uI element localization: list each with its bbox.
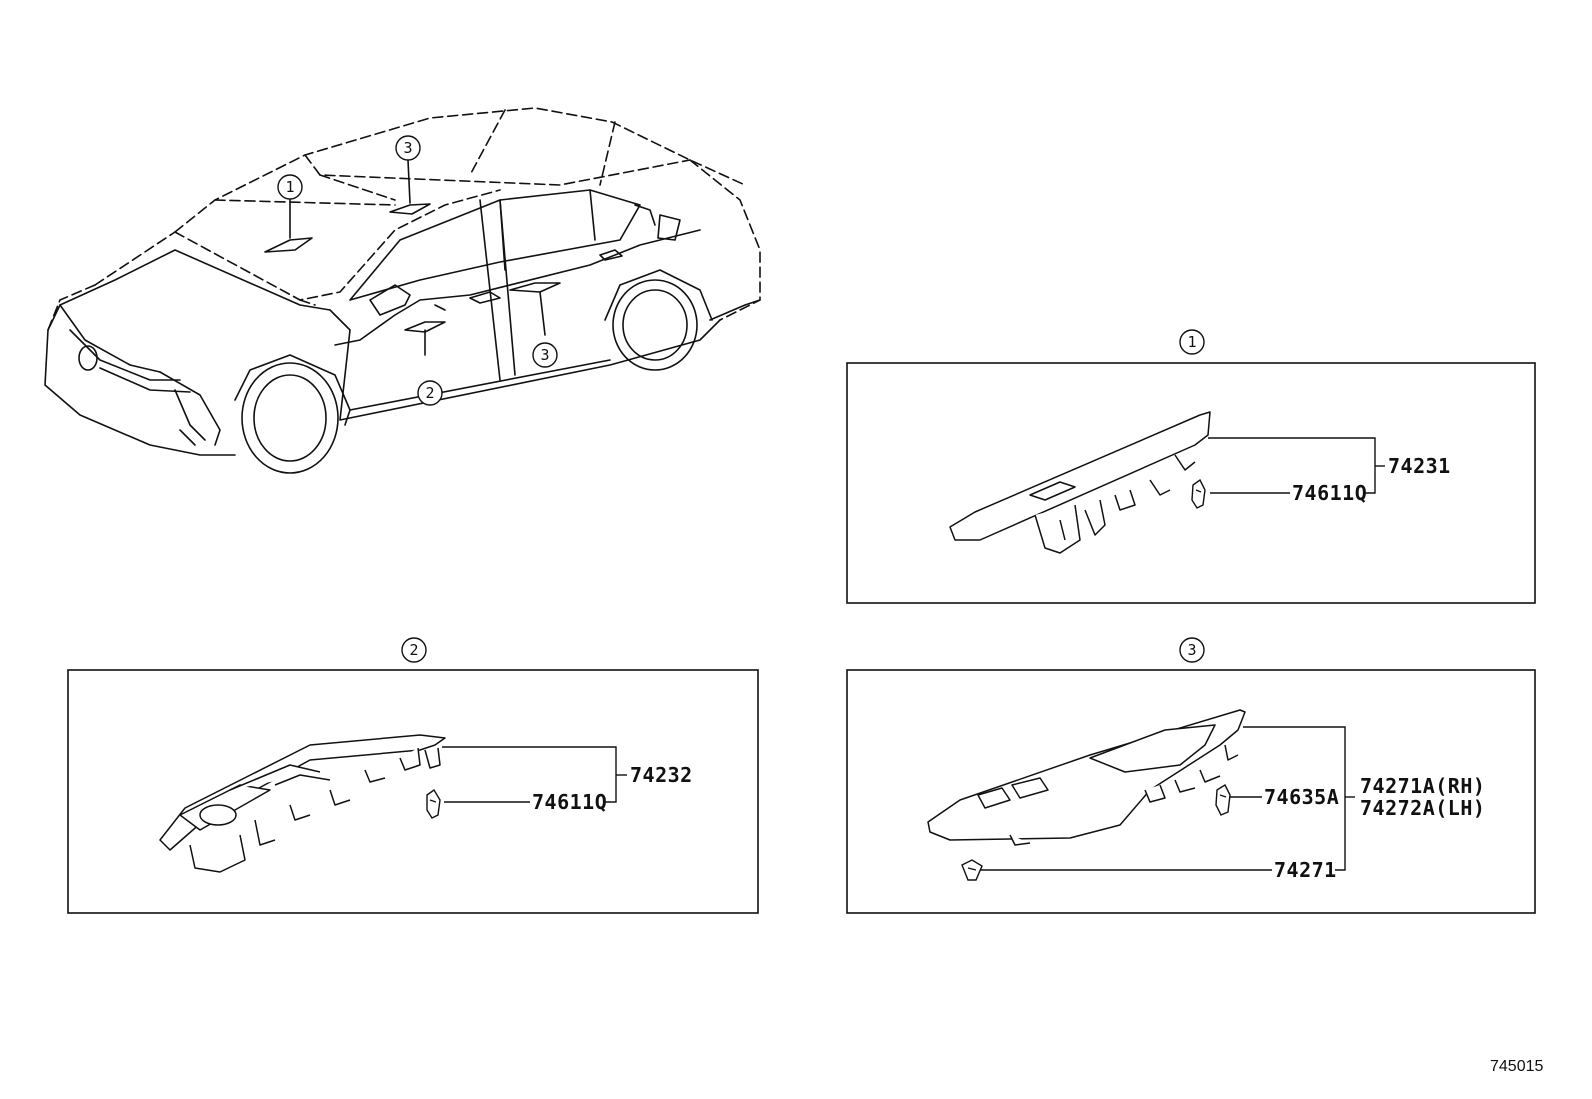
panel-3-clip-number: 74635A: [1264, 785, 1339, 809]
callout-1-text: 1: [285, 178, 294, 196]
clip-74271[interactable]: [961, 859, 983, 881]
clip-74611Q-panel2[interactable]: [426, 788, 441, 819]
panel-3-assembly-rh-number: 74271A(RH): [1360, 774, 1485, 798]
switch-base-74271A[interactable]: [927, 709, 1246, 846]
switch-base-74232[interactable]: [159, 734, 446, 873]
panel-2-clip-number: 74611Q: [532, 790, 607, 814]
clip-74635A[interactable]: [1215, 783, 1231, 816]
panel-2-label-circle: [401, 637, 427, 663]
callout-3-top-text: 3: [403, 139, 412, 157]
panel-1-label-circle: [1179, 329, 1205, 355]
callout-2-text: 2: [425, 384, 434, 402]
car-illustration: [44, 107, 761, 474]
callout-2-circle: [417, 380, 443, 406]
panel-1-clip-number: 74611Q: [1292, 481, 1367, 505]
panel-2-assembly-number: 74232: [630, 763, 693, 787]
panel-1-frame: [846, 362, 1536, 604]
car-callouts: [277, 135, 558, 406]
panel-1: 1 74231 74611Q: [846, 329, 1536, 604]
panel-2: 2 74232 74611Q: [67, 637, 759, 914]
panel-3-assembly-lh-number: 74272A(LH): [1360, 796, 1485, 820]
panel-3-clip2-number: 74271: [1274, 858, 1337, 882]
panel-3-frame: [846, 669, 1536, 914]
diagram-code: 745015: [1490, 1058, 1544, 1075]
switch-base-74231[interactable]: [949, 411, 1211, 554]
callout-3-bottom-text: 3: [540, 346, 549, 364]
panel-2-frame: [67, 669, 759, 914]
clip-74611Q-panel1[interactable]: [1191, 478, 1206, 509]
callout-3-bottom-circle: [532, 342, 558, 368]
panel-1-assembly-number: 74231: [1388, 454, 1451, 478]
panel-3-label: 3: [1187, 641, 1196, 659]
callout-3-top-circle: [395, 135, 421, 161]
panel-3: 3 74635A 7427: [846, 637, 1536, 914]
panel-1-label: 1: [1187, 333, 1196, 351]
panel-2-label: 2: [409, 641, 418, 659]
callout-1-circle: [277, 174, 303, 200]
panel-3-label-circle: [1179, 637, 1205, 663]
